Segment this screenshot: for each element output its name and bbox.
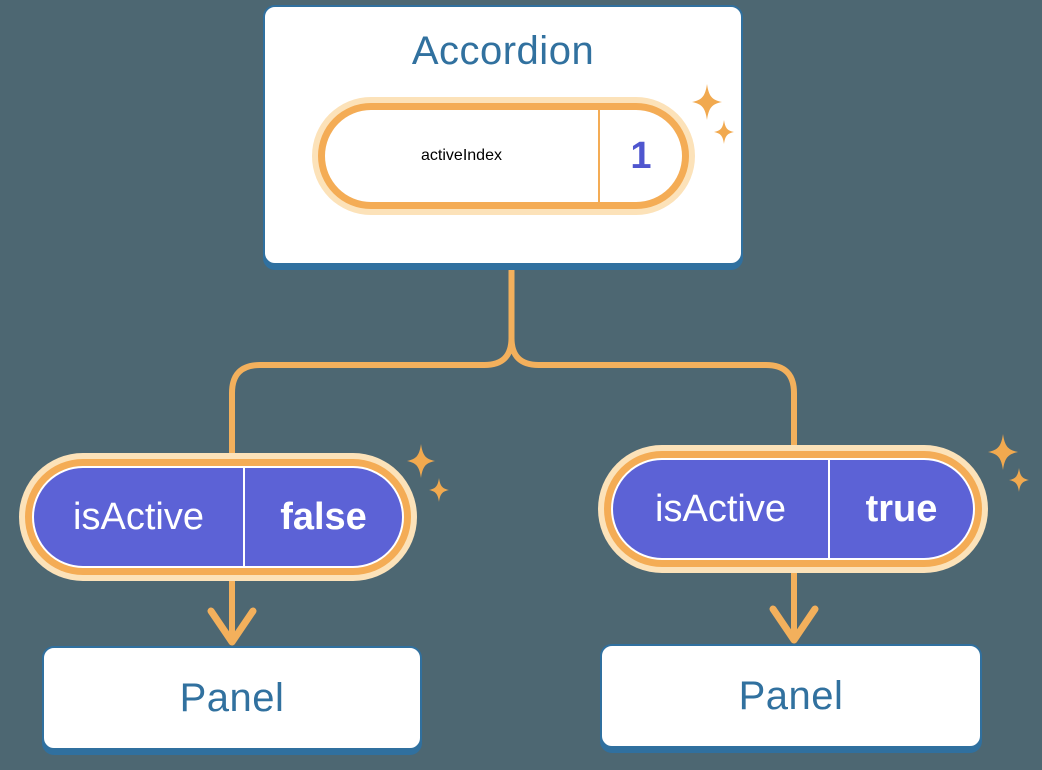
state-pill-label: activeIndex — [421, 147, 502, 164]
prop-pill-right-label: isActive — [655, 487, 786, 530]
accordion-component-card: Accordion activeIndex 1 — [263, 5, 743, 265]
panel-title-right: Panel — [738, 673, 844, 718]
pill-divider — [598, 110, 600, 202]
connector-left-branch — [229, 268, 515, 637]
prop-pill-left-label: isActive — [73, 495, 204, 538]
state-pill-value: 1 — [630, 134, 652, 177]
arrow-down-icon — [207, 607, 257, 646]
sparkle-icon — [407, 444, 449, 502]
prop-pill-left: isActive false — [25, 459, 411, 575]
sparkle-icon — [988, 434, 1029, 492]
prop-pill-right: isActive true — [604, 451, 982, 567]
pill-divider — [828, 460, 830, 558]
accordion-title: Accordion — [411, 29, 595, 73]
prop-pill-left-value: false — [280, 495, 367, 538]
panel-title-left: Panel — [179, 675, 285, 720]
prop-pill-right-value: true — [865, 487, 938, 530]
state-pill: activeIndex 1 — [318, 103, 689, 209]
panel-card-left: Panel — [42, 646, 422, 750]
panel-card-right: Panel — [600, 644, 982, 748]
arrow-down-icon — [769, 605, 819, 644]
